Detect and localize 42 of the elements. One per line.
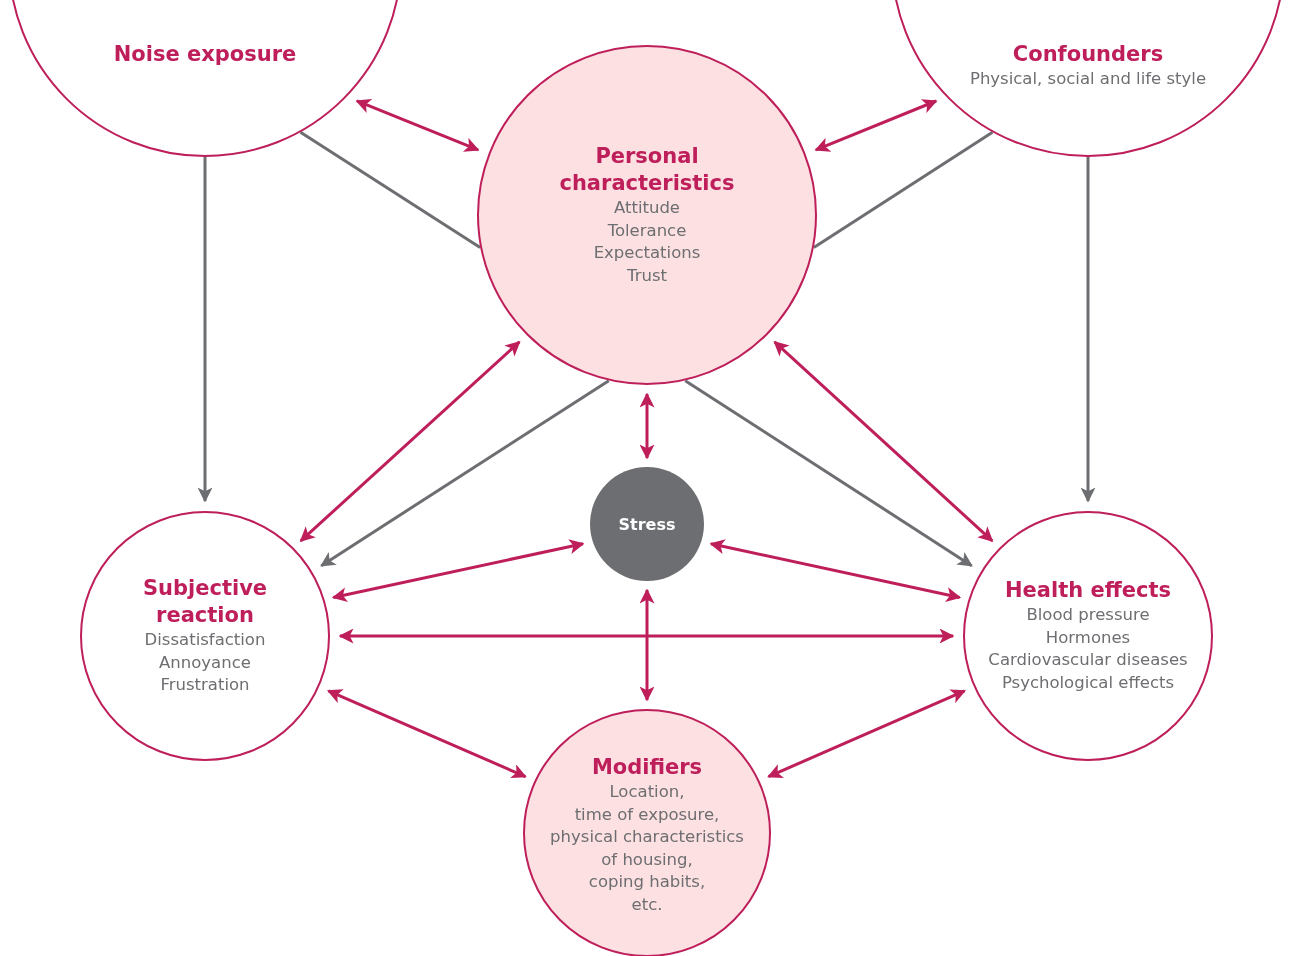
node-text: Psychological effects — [1001, 671, 1175, 694]
arrow — [767, 689, 966, 779]
node-text: Cardiovascular diseases — [988, 649, 1188, 671]
node-text: Expectations — [593, 242, 701, 264]
arrow — [1080, 157, 1096, 503]
node-text: Trust — [627, 264, 667, 287]
arrow — [639, 392, 655, 460]
node-heading: Confounders — [1012, 41, 1164, 68]
node-text: physical characteristics — [550, 826, 744, 848]
node-heading: Subjective reaction — [141, 575, 269, 629]
arrow — [355, 99, 480, 152]
node-text: etc. — [631, 893, 663, 916]
node-text: Tolerance — [607, 219, 687, 242]
arrow — [320, 379, 610, 567]
arrow — [331, 539, 585, 603]
node-heading: Stress — [618, 513, 676, 536]
node-text: Location, — [609, 781, 685, 803]
arrow — [299, 340, 521, 542]
node-heading: Noise exposure — [113, 41, 297, 68]
connector-line — [813, 131, 994, 249]
node-text: Physical, social and life style — [969, 68, 1207, 90]
arrow — [327, 689, 527, 779]
arrow — [684, 379, 973, 567]
node-text: Hormones — [1045, 626, 1131, 649]
node-heading: Modifiers — [591, 754, 703, 781]
node-text: time of exposure, — [574, 803, 720, 826]
arrow — [639, 588, 655, 702]
arrow — [709, 539, 962, 602]
node-text: Blood pressure — [1026, 604, 1150, 626]
node-text: Frustration — [160, 674, 250, 696]
arrow — [338, 628, 955, 644]
node-text: Attitude — [613, 197, 681, 219]
arrow — [197, 157, 213, 503]
node-text: Dissatisfaction — [144, 629, 266, 651]
connector-line — [299, 131, 481, 249]
arrow — [814, 99, 938, 152]
arrow — [773, 340, 994, 542]
node-text: coping habits, — [588, 871, 706, 893]
node-heading: Health effects — [1005, 577, 1171, 604]
node-heading: Personal characteristics — [558, 143, 736, 197]
node-text: of housing, — [601, 848, 693, 871]
node-text: Annoyance — [159, 651, 251, 674]
